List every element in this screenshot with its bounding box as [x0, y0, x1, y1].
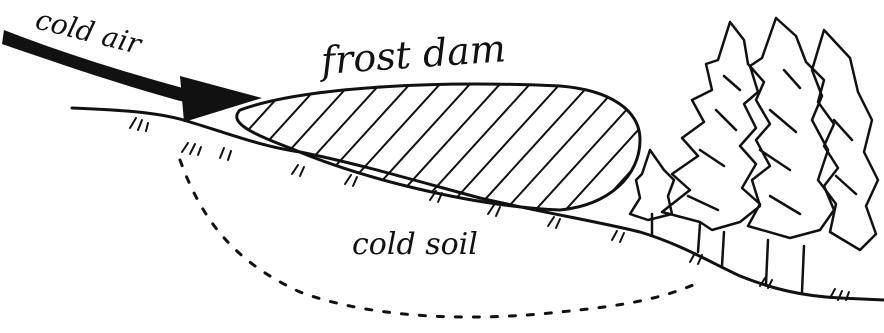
- ground-surface: [72, 108, 884, 300]
- conifer-trees-illustration: [630, 18, 878, 292]
- label-frost-dam: frost dam: [317, 26, 508, 83]
- label-cold-soil: cold soil: [352, 227, 478, 262]
